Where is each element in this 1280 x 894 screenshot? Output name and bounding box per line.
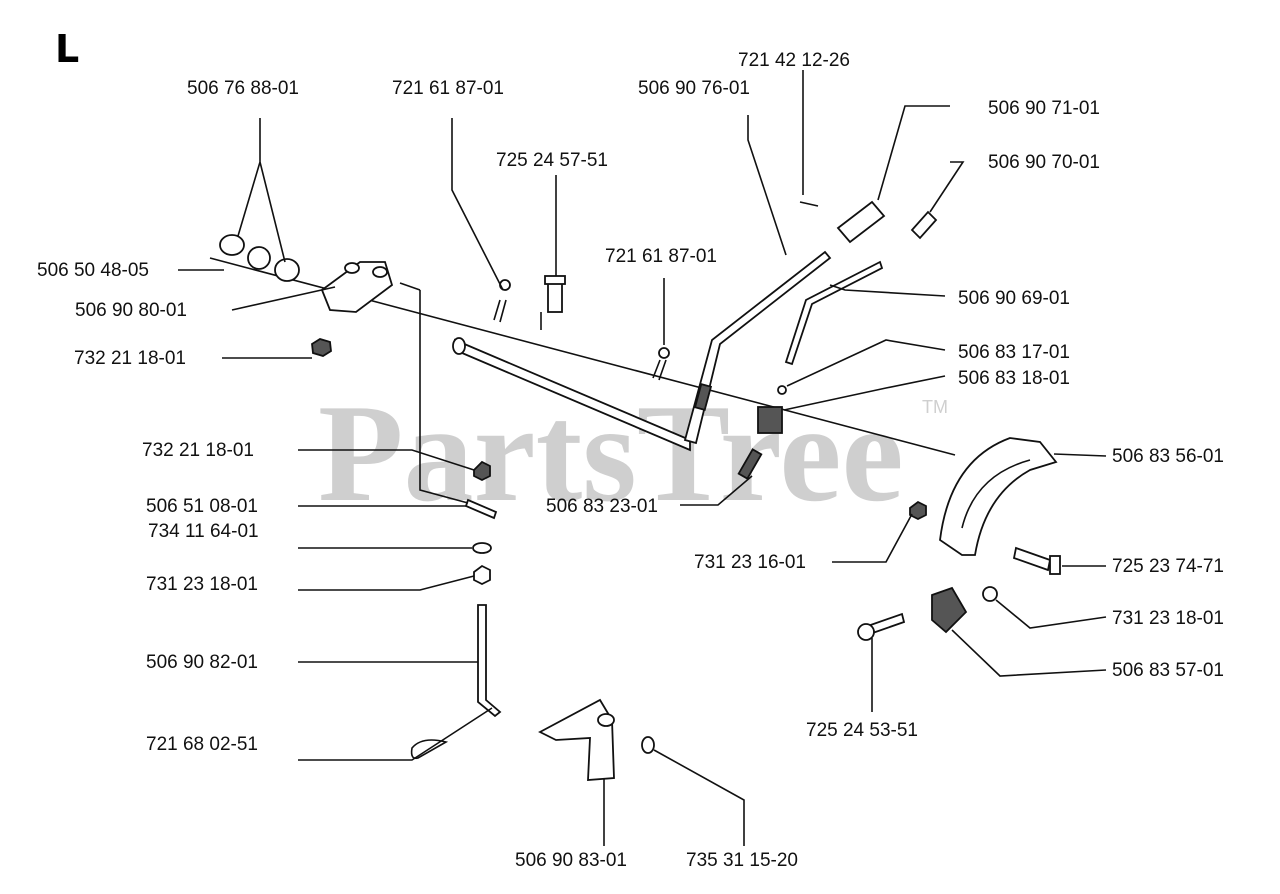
callout-label: 506 51 08-01 (146, 496, 258, 517)
bushing-part (219, 234, 245, 256)
lower-bracket-part (538, 698, 615, 781)
callout-label: 725 24 53-51 (806, 720, 918, 741)
nut-part-6 (473, 564, 491, 586)
bolt-head-3 (857, 623, 875, 641)
washer-part (247, 246, 271, 270)
callout-label: 721 61 87-01 (605, 246, 717, 267)
callout-label: 732 21 18-01 (142, 440, 254, 461)
callout-label: 506 83 56-01 (1112, 446, 1224, 467)
leader-c24 (995, 599, 1107, 629)
leader-bracket-to-pin (419, 290, 469, 504)
segment-teeth (961, 459, 1031, 529)
leader-c05 (877, 105, 950, 201)
callout-label: 506 83 57-01 (1112, 660, 1224, 681)
block-part (757, 406, 783, 434)
grip-part (836, 200, 886, 244)
nut-part-5 (473, 460, 491, 482)
pin-part-2 (464, 498, 498, 520)
leader-c29 (653, 749, 745, 846)
callout-label: 506 90 80-01 (75, 300, 187, 321)
leader-c10 (231, 286, 336, 311)
callout-label: 731 23 18-01 (1112, 608, 1224, 629)
callout-label: 506 90 76-01 (638, 78, 750, 99)
callout-label: 506 90 71-01 (988, 98, 1100, 119)
callout-label: 721 68 02-51 (146, 734, 258, 755)
bushing-part-2 (274, 258, 300, 282)
leader-c01 (237, 118, 286, 263)
leader-c26 (298, 707, 493, 761)
callout-label: 725 24 57-51 (496, 150, 608, 171)
bracket-hole-2 (372, 266, 388, 278)
bolt-head-2 (1049, 555, 1061, 575)
leader-c14 (783, 375, 946, 411)
cotter-pin (493, 299, 507, 323)
leader-c19 (680, 475, 753, 506)
callout-label: 506 90 82-01 (146, 652, 258, 673)
spring-part (693, 383, 713, 411)
spring-part-2 (737, 448, 763, 480)
pin-part (799, 201, 819, 207)
callout-label: 506 90 69-01 (958, 288, 1070, 309)
clip-part (641, 736, 655, 754)
cotter-pin-2 (652, 359, 667, 381)
nut-part-4 (982, 586, 998, 602)
callout-label: 506 83 18-01 (958, 368, 1070, 389)
section-letter: L (55, 27, 79, 71)
leader-c15 (298, 449, 475, 471)
threaded-rod-part (477, 604, 502, 718)
leader-c21 (832, 513, 913, 563)
trademark-mark: TM (922, 397, 948, 417)
callout-label: 734 11 64-01 (148, 521, 259, 542)
callout-label: 506 90 83-01 (515, 850, 627, 871)
watermark: PartsTree (318, 376, 904, 531)
bracket-hole (344, 262, 360, 274)
knob-part (910, 210, 938, 240)
callout-label: 506 90 70-01 (988, 152, 1100, 173)
leader-c25 (951, 629, 1107, 677)
leader-c02 (451, 118, 504, 291)
callout-label: 731 23 16-01 (694, 552, 806, 573)
cotter-pin-head-2 (658, 347, 670, 359)
bolt-head (544, 275, 566, 285)
leader-lines (178, 70, 1107, 846)
callout-label: 725 23 74-71 (1112, 556, 1224, 577)
callout-label: 506 83 17-01 (958, 342, 1070, 363)
washer-part-2 (472, 542, 492, 554)
nut-part-3 (909, 500, 927, 521)
hairpin-part (410, 739, 449, 760)
callout-label: 732 21 18-01 (74, 348, 186, 369)
nut-part (311, 338, 332, 357)
bolt-part-2 (1012, 546, 1052, 572)
toothed-segment-part (939, 437, 1058, 556)
parts-drawing (209, 200, 1061, 781)
callout-labels: 506 76 88-01 721 61 87-01 506 90 76-01 7… (37, 50, 1224, 871)
callout-label: 721 42 12-26 (738, 50, 850, 71)
clamp-block-part (931, 586, 968, 634)
callout-label: 721 61 87-01 (392, 78, 504, 99)
leader-c13 (786, 339, 946, 387)
leader-c03 (747, 115, 787, 256)
callout-label: 735 31 15-20 (686, 850, 798, 871)
small-ball-part (777, 385, 787, 395)
callout-label: 731 23 18-01 (146, 574, 258, 595)
leader-c11 (829, 284, 946, 297)
handle-rod-part (683, 250, 832, 445)
leader-c16 (1053, 453, 1107, 457)
bolt-part (547, 281, 563, 313)
leader-c20 (298, 575, 475, 591)
callout-label: 506 76 88-01 (187, 78, 299, 99)
bracket-pin (597, 713, 615, 727)
leader-c07 (929, 161, 965, 213)
second-rod-part (784, 260, 884, 366)
callout-label: 506 83 23-01 (546, 496, 658, 517)
callout-label: 506 50 48-05 (37, 260, 149, 281)
leader-bracket-connector (399, 282, 421, 291)
rod-end (452, 337, 466, 355)
